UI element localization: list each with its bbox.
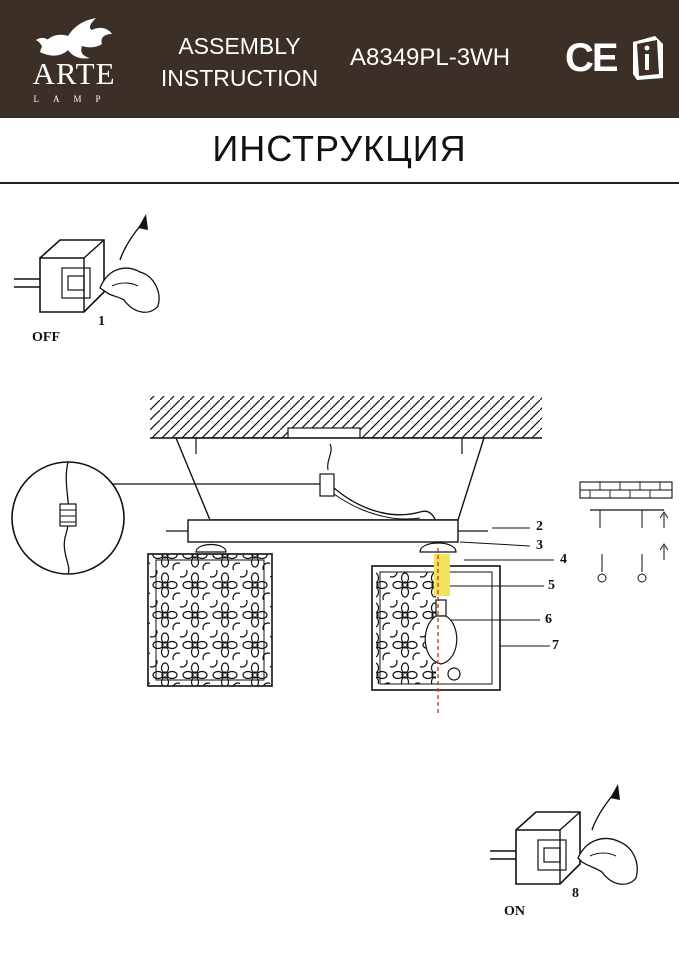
brand-name: ARTE [32, 56, 116, 91]
step-8-number: 8 [572, 886, 579, 901]
switch-on-illustration [490, 784, 638, 885]
right-shade [371, 542, 501, 716]
light-bar [166, 519, 488, 543]
model-number: A8349PL-3WH [350, 44, 511, 71]
header-title-line1: ASSEMBLY [178, 33, 301, 59]
callout-2: 2 [536, 519, 543, 534]
assembly-diagram [11, 214, 673, 885]
connector-detail [11, 461, 320, 575]
off-label: OFF [32, 330, 60, 345]
left-shade [147, 543, 273, 687]
header-bar: ARTE LAMP ASSEMBLY INSTRUCTION A8349PL-3… [0, 0, 679, 118]
griffin-logo-icon [36, 18, 112, 59]
switch-off-illustration [14, 214, 160, 313]
header-title-line2: INSTRUCTION [160, 65, 319, 91]
callout-leaders [450, 527, 554, 647]
on-label: ON [504, 904, 525, 919]
callout-4: 4 [560, 552, 567, 567]
instruction-manual-icon [633, 36, 663, 80]
page-title: ИНСТРУКЦИЯ [212, 128, 467, 169]
callout-7: 7 [552, 638, 559, 653]
ce-mark: CE [565, 36, 619, 80]
callout-3: 3 [536, 538, 543, 553]
canopy [174, 437, 485, 529]
header-title: ASSEMBLY INSTRUCTION [152, 30, 327, 94]
ceiling [150, 396, 542, 439]
title-divider [0, 182, 679, 184]
callout-5: 5 [548, 578, 555, 593]
mounting-detail [579, 481, 673, 583]
brand-subtitle: LAMP [33, 94, 115, 104]
step-1-number: 1 [98, 314, 105, 329]
callout-6: 6 [545, 612, 552, 627]
